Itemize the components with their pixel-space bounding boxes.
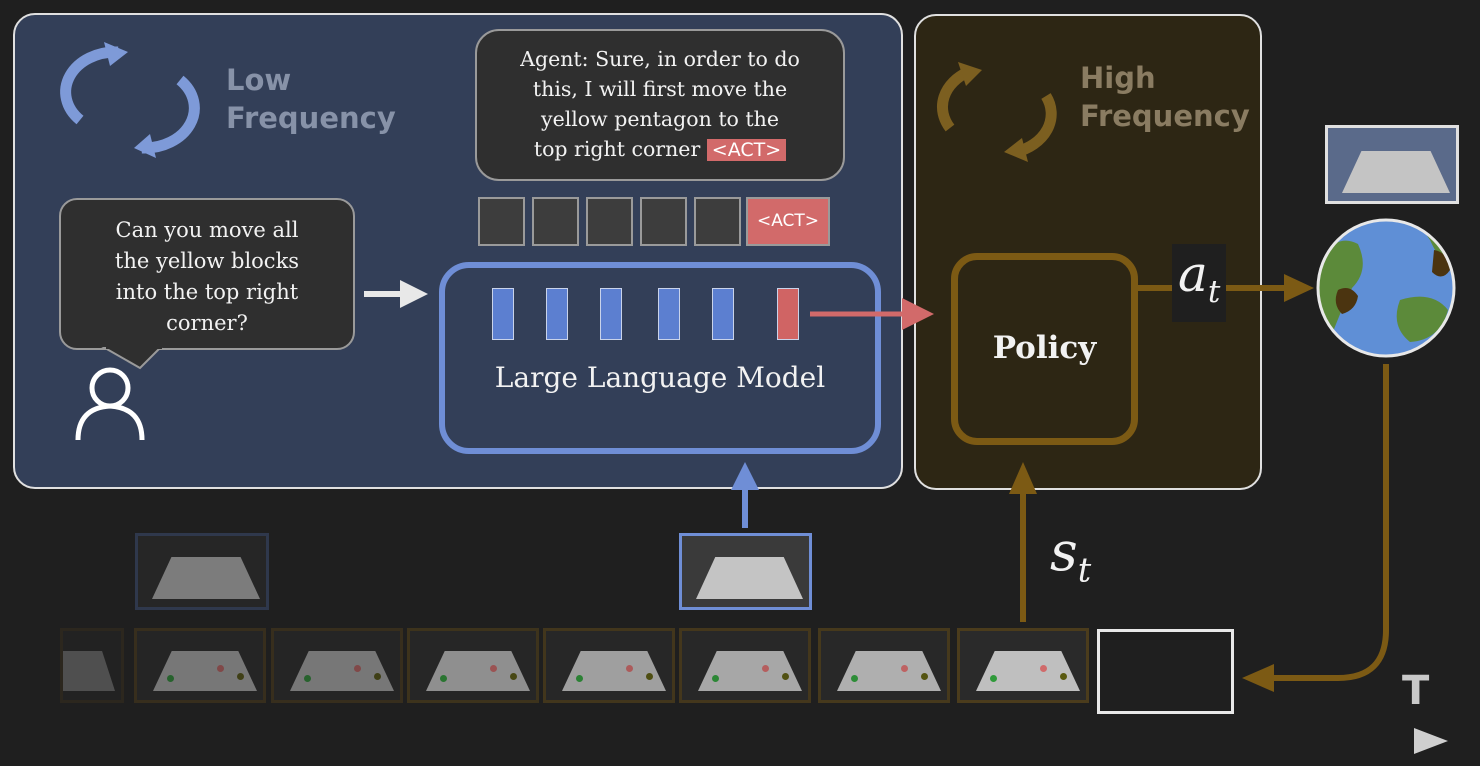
agent-speech-bubble: Agent: Sure, in order to do this, I will…: [475, 29, 845, 181]
state-arrow: [1009, 462, 1037, 622]
low-frequency-label: Low Frequency: [226, 61, 426, 137]
previous-llm-input-frame: [135, 533, 269, 610]
timeline-frame: [818, 628, 950, 703]
output-token: [694, 197, 741, 246]
llm-hidden-state: [492, 288, 514, 340]
environment-observation-frame: [1325, 125, 1459, 204]
output-token: [532, 197, 579, 246]
llm-title: Large Language Model: [494, 361, 826, 394]
policy-box: [951, 253, 1138, 445]
state-label: st: [1050, 520, 1091, 590]
user-bubble-line: Can you move all: [115, 218, 299, 242]
output-token: [640, 197, 687, 246]
low-frequency-label-line2: Frequency: [226, 101, 396, 135]
user-bubble-line: into the top right: [115, 280, 299, 304]
agent-bubble-line: this, I will first move the: [532, 77, 788, 101]
agent-bubble-line: Agent: Sure, in order to do: [520, 47, 800, 71]
timeline-frame: [543, 628, 675, 703]
high-frequency-label: High Frequency: [1080, 59, 1260, 135]
state-subscript: t: [1077, 550, 1092, 590]
agent-bubble-last-line-text: top right corner: [533, 137, 701, 161]
agent-bubble-line: yellow pentagon to the: [540, 107, 779, 131]
output-token: [478, 197, 525, 246]
user-icon: [75, 367, 145, 441]
llm-hidden-state: [658, 288, 680, 340]
high-frequency-label-line1: High: [1080, 61, 1156, 95]
llm-act-hidden-state: [777, 288, 799, 340]
latent-arrow: [810, 298, 934, 330]
time-axis: [80, 728, 1448, 754]
time-axis-label: T: [1402, 668, 1430, 714]
state-symbol: s: [1050, 520, 1078, 583]
action-subscript: t: [1207, 273, 1221, 310]
action-symbol: a: [1178, 245, 1208, 303]
policy-title: Policy: [992, 330, 1097, 366]
low-frequency-loop-icon: [60, 42, 200, 158]
timeline-frame: [134, 628, 266, 703]
user-bubble-line: the yellow blocks: [114, 249, 300, 273]
globe-icon: [1316, 218, 1456, 358]
timeline-frame: [60, 628, 124, 703]
llm-hidden-state: [600, 288, 622, 340]
user-speech-bubble: Can you move all the yellow blocks into …: [59, 198, 355, 350]
llm-observation-arrow: [731, 462, 759, 528]
timeline-frame: [679, 628, 811, 703]
feedback-arrow: [1242, 364, 1389, 692]
high-frequency-loop-icon: [936, 62, 1057, 162]
llm-hidden-state: [712, 288, 734, 340]
timeline-frame: [957, 628, 1089, 703]
next-timeline-frame: [1097, 629, 1234, 714]
user-bubble-tail: [101, 347, 163, 370]
llm-input-frame: [679, 533, 812, 610]
agent-bubble-line: top right corner <ACT>: [477, 134, 843, 165]
act-token: <ACT>: [746, 197, 830, 246]
user-bubble-line: corner?: [166, 311, 248, 335]
timeline-frame: [407, 628, 539, 703]
low-frequency-label-line1: Low: [226, 63, 292, 97]
input-arrow: [364, 280, 428, 308]
high-frequency-label-line2: Frequency: [1080, 99, 1250, 133]
agent-act-tag: <ACT>: [706, 139, 787, 161]
output-token: [586, 197, 633, 246]
timeline-frame: [271, 628, 403, 703]
action-label: at: [1172, 244, 1227, 322]
llm-hidden-state: [546, 288, 568, 340]
